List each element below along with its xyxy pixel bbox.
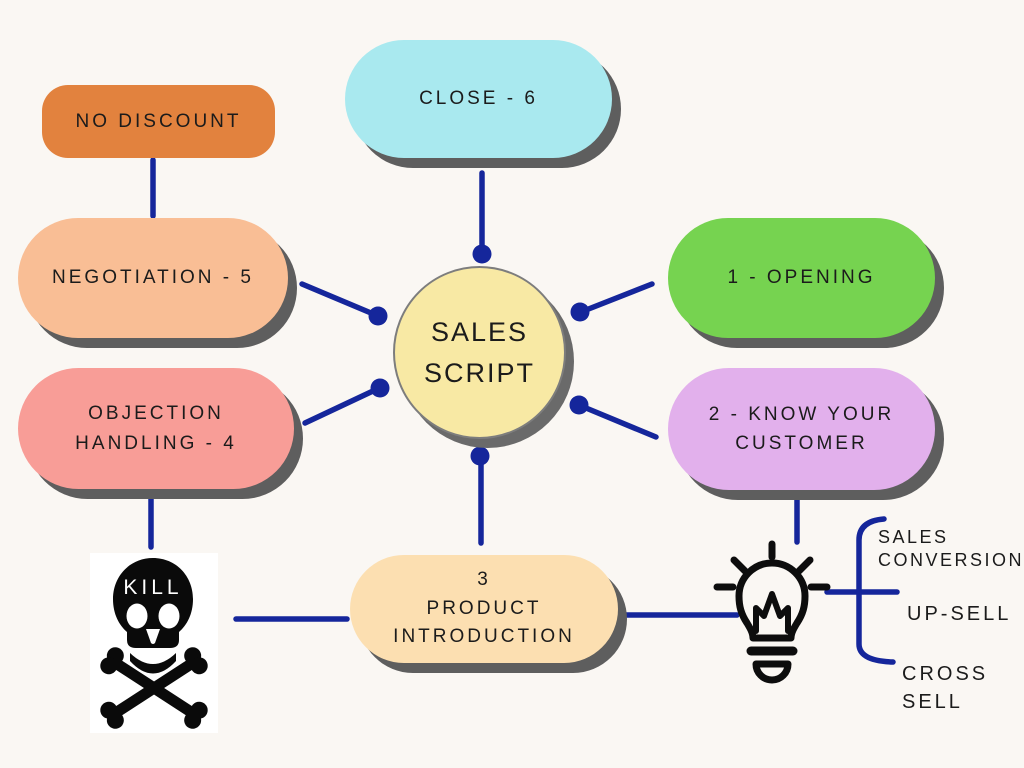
bulb-ray bbox=[730, 556, 749, 575]
connector-dot bbox=[470, 446, 490, 466]
bulb-flame bbox=[753, 591, 791, 634]
center-node-sales-script[interactable]: SALES SCRIPT bbox=[393, 266, 566, 439]
skull-crossbones-icon: KILL bbox=[90, 553, 218, 733]
line-negotiation-center bbox=[299, 281, 374, 316]
bulb-ray bbox=[795, 556, 814, 575]
skull-nose bbox=[146, 629, 160, 644]
node-opening[interactable]: 1 - OPENING bbox=[668, 218, 935, 338]
line-knowcustomer-center bbox=[583, 405, 659, 440]
connector-dot bbox=[570, 302, 590, 322]
connector-dot bbox=[569, 395, 589, 415]
node-label: 3 PRODUCT INTRODUCTION bbox=[393, 569, 575, 648]
line-opening-center bbox=[583, 281, 655, 313]
skull-eye bbox=[158, 603, 180, 629]
connector-dot bbox=[472, 244, 492, 264]
bulb-cup bbox=[752, 660, 792, 684]
branch-label: UP-SELL bbox=[907, 603, 1012, 625]
skull-jaw bbox=[130, 653, 176, 674]
branch-label: SALES CONVERSION bbox=[878, 527, 1024, 570]
connector-dot bbox=[370, 378, 390, 398]
node-objection-handling[interactable]: OBJECTION HANDLING - 4 bbox=[18, 368, 294, 489]
bracket-curve bbox=[856, 516, 896, 665]
node-label: NEGOTIATION - 5 bbox=[52, 267, 254, 289]
branch-label: CROSS SELL bbox=[902, 663, 989, 713]
branch-cross-sell[interactable]: CROSS SELL bbox=[902, 632, 988, 716]
node-negotiation[interactable]: NEGOTIATION - 5 bbox=[18, 218, 288, 338]
node-no-discount[interactable]: NO DISCOUNT bbox=[42, 85, 275, 158]
branch-sales-conversion[interactable]: SALES CONVERSION bbox=[878, 503, 1024, 572]
crossbone bbox=[100, 647, 208, 729]
line-objection-center bbox=[302, 388, 376, 426]
bulb-glass bbox=[735, 559, 809, 642]
branch-up-sell[interactable]: UP-SELL bbox=[907, 580, 1011, 626]
node-label: CLOSE - 6 bbox=[419, 88, 538, 110]
center-label: SALES SCRIPT bbox=[423, 317, 535, 388]
node-label: 1 - OPENING bbox=[727, 267, 876, 289]
node-close[interactable]: CLOSE - 6 bbox=[345, 40, 612, 158]
node-product-introduction[interactable]: 3 PRODUCT INTRODUCTION bbox=[350, 555, 618, 663]
skull-eye bbox=[126, 603, 148, 629]
lightbulb-icon bbox=[713, 540, 831, 684]
kill-label: KILL bbox=[123, 576, 182, 599]
node-label: 2 - KNOW YOUR CUSTOMER bbox=[708, 403, 895, 454]
connector-dot bbox=[368, 306, 388, 326]
node-label: NO DISCOUNT bbox=[75, 110, 242, 132]
node-know-your-customer[interactable]: 2 - KNOW YOUR CUSTOMER bbox=[668, 368, 935, 490]
node-label: OBJECTION HANDLING - 4 bbox=[75, 403, 237, 454]
